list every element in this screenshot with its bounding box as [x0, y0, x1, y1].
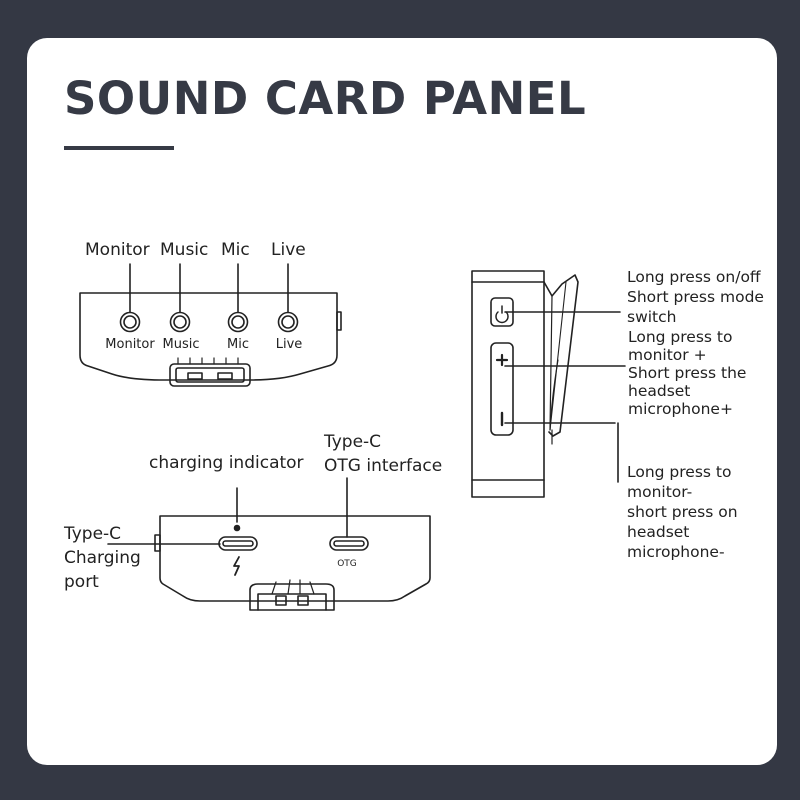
label-minus-3: short press on	[627, 503, 738, 521]
label-minus-2: monitor-	[627, 483, 693, 501]
live-jack	[277, 311, 299, 333]
top-panel-drawing	[79, 263, 342, 387]
mic-jack	[227, 311, 249, 333]
label-plus-4: headset	[628, 382, 691, 400]
title-underline	[64, 146, 174, 150]
label-minus-1: Long press to	[627, 463, 732, 481]
otg-mark: OTG	[337, 559, 357, 569]
label-mic: Mic	[221, 240, 250, 260]
bottom-clip	[249, 579, 335, 611]
typec-charging-port	[218, 536, 258, 551]
port-label-mic: Mic	[227, 337, 249, 352]
monitor-jack	[119, 311, 141, 333]
volume-rocker	[490, 342, 514, 436]
label-power-2: Short press mode	[627, 288, 764, 306]
label-live: Live	[271, 240, 306, 260]
top-clip	[169, 357, 251, 387]
label-typec-charging-1: Type-C	[64, 524, 122, 544]
power-icon	[495, 311, 509, 324]
label-plus-1: Long press to	[628, 328, 733, 346]
label-charging-indicator: charging indicator	[149, 453, 304, 473]
label-typec-otg-2: OTG interface	[324, 456, 443, 476]
label-minus-4: headset	[627, 523, 690, 541]
typec-otg-port	[329, 536, 369, 551]
label-monitor: Monitor	[85, 240, 150, 260]
label-plus-2: monitor +	[628, 346, 707, 364]
page-title: SOUND CARD PANEL	[64, 72, 587, 125]
label-typec-otg-1: Type-C	[324, 432, 382, 452]
label-music: Music	[160, 240, 209, 260]
port-label-live: Live	[276, 337, 303, 352]
label-power-3: switch	[627, 308, 677, 326]
music-jack	[169, 311, 191, 333]
label-plus-3: Short press the	[628, 364, 747, 382]
label-typec-charging-2: Charging	[64, 548, 141, 568]
bottom-panel-drawing	[107, 477, 431, 611]
label-minus-5: microphone-	[627, 543, 725, 561]
port-label-music: Music	[163, 337, 200, 352]
charging-indicator-led	[233, 524, 241, 532]
port-label-monitor: Monitor	[105, 337, 155, 352]
label-power-1: Long press on/off	[627, 268, 761, 286]
side-panel-drawing	[471, 270, 626, 498]
power-button	[490, 297, 514, 327]
label-typec-charging-3: port	[64, 572, 99, 592]
content-card	[27, 38, 777, 765]
lightning-icon	[233, 556, 240, 576]
label-plus-5: microphone+	[628, 400, 733, 418]
